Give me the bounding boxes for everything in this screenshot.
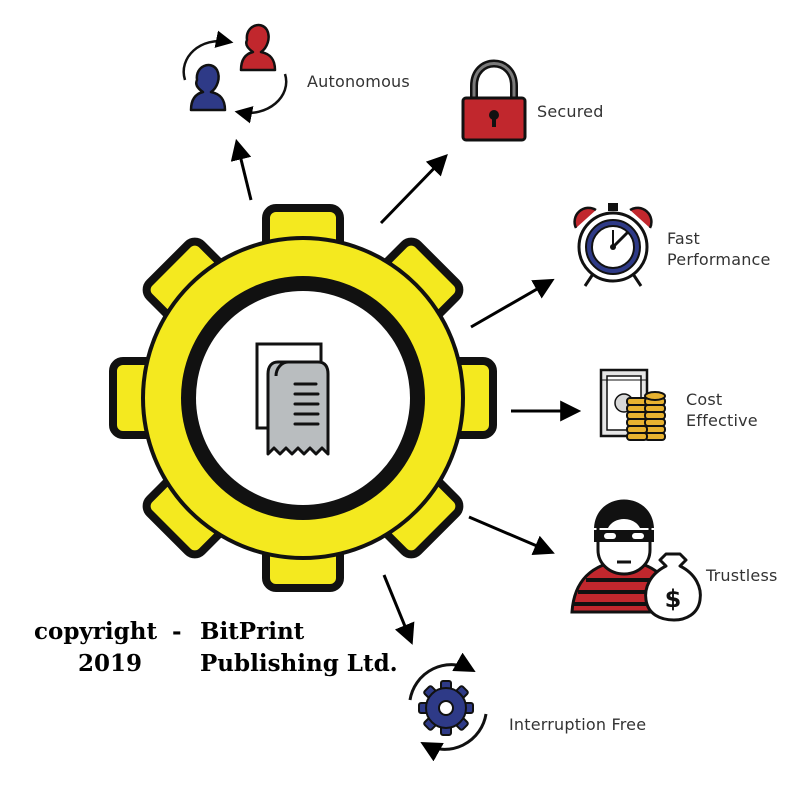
arrow-secured bbox=[379, 153, 448, 225]
label-fast-line1: Fast bbox=[667, 229, 700, 248]
label-cost-line2: Effective bbox=[686, 411, 758, 430]
arrow-trustless bbox=[468, 515, 555, 556]
copyright-publisher-line2: Publishing Ltd. bbox=[200, 650, 398, 677]
label-trustless: Trustless bbox=[706, 566, 778, 585]
receipt-document-icon bbox=[255, 342, 330, 456]
copyright-year: 2019 bbox=[78, 650, 143, 677]
label-secured: Secured bbox=[537, 102, 604, 121]
copyright-word: copyright bbox=[34, 618, 158, 645]
copyright-publisher-line1: BitPrint bbox=[200, 618, 305, 645]
label-cost-line1: Cost bbox=[686, 390, 723, 409]
copyright-dash: - bbox=[172, 618, 182, 645]
arrow-autonomous bbox=[230, 138, 253, 201]
arrow-fast bbox=[470, 278, 555, 329]
arrows bbox=[230, 138, 582, 645]
label-autonomous: Autonomous bbox=[307, 72, 410, 91]
gear-cycle-icon bbox=[408, 652, 488, 762]
label-fast-line2: Performance bbox=[667, 250, 771, 269]
padlock-icon bbox=[461, 59, 527, 142]
robber-moneybag-icon: $ bbox=[570, 499, 702, 622]
arrow-interruption bbox=[382, 574, 415, 645]
money-coins-icon bbox=[599, 368, 666, 441]
alarm-clock-icon bbox=[573, 203, 653, 287]
label-interruption-free: Interruption Free bbox=[509, 715, 647, 734]
users-exchange-icon bbox=[182, 23, 288, 124]
svg-text:$: $ bbox=[665, 585, 682, 613]
